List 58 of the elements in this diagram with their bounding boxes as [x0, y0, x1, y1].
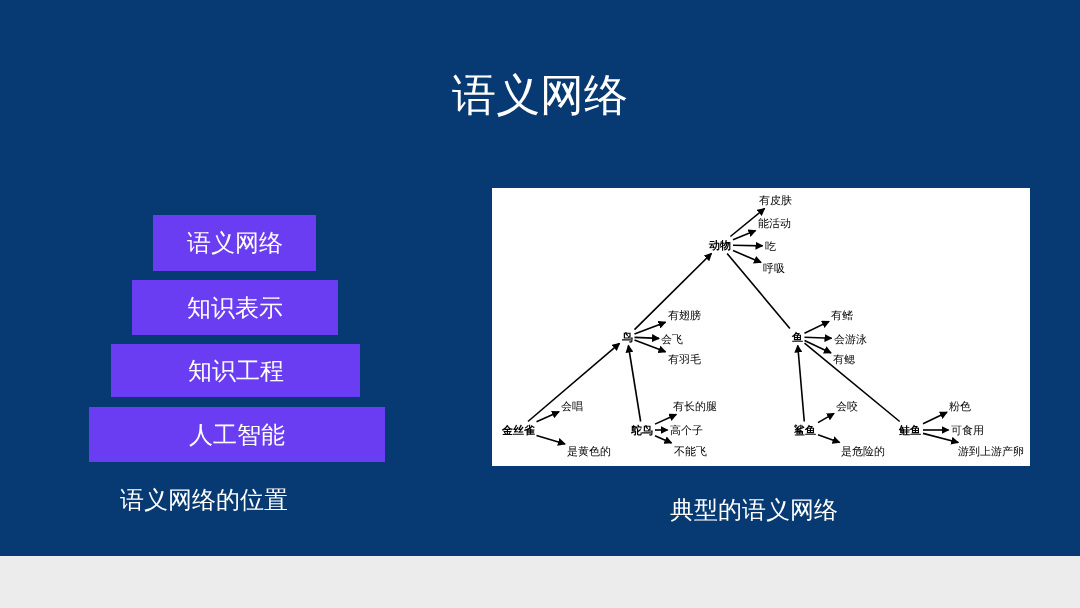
- concept-label: 金丝雀: [501, 423, 535, 437]
- arrow: [803, 339, 832, 354]
- concept-label: 鸵鸟: [631, 423, 653, 437]
- attribute-label: 呼吸: [763, 261, 785, 275]
- arrow: [803, 334, 833, 343]
- arrow: [633, 334, 660, 343]
- pyramid-layer-box: 人工智能: [89, 407, 385, 462]
- arrow: [535, 410, 560, 423]
- attribute-label: 有鳃: [833, 352, 855, 366]
- arrow: [732, 249, 762, 264]
- pyramid-layer-box: 知识工程: [111, 344, 360, 397]
- attribute-label: 是危险的: [841, 444, 885, 458]
- attribute-label: 有皮肤: [758, 193, 792, 207]
- arrow: [527, 342, 621, 423]
- attribute-label: 会游泳: [833, 332, 867, 346]
- arrow: [633, 252, 713, 331]
- attribute-label: 有鳍: [831, 308, 853, 322]
- arrow: [535, 434, 566, 446]
- attribute-label: 粉色: [949, 399, 971, 413]
- caption: 典型的语义网络: [670, 496, 838, 525]
- arrow: [625, 344, 642, 423]
- concept-label: 动物: [709, 238, 731, 252]
- attribute-label: 会唱: [561, 399, 583, 413]
- attribute-label: 是黄色的: [567, 444, 611, 458]
- concept-label: 鲑鱼: [899, 423, 921, 437]
- attribute-label: 高个子: [669, 423, 703, 437]
- concept-label: 鱼: [791, 330, 803, 344]
- attribute-label: 有羽毛: [667, 352, 701, 366]
- concept-label: 鲨鱼: [794, 423, 816, 437]
- attribute-label: 吃: [764, 239, 776, 253]
- arrow: [922, 432, 960, 445]
- pyramid-layer-box: 语义网络: [153, 215, 316, 271]
- arrow: [817, 412, 835, 424]
- arrow: [794, 344, 806, 423]
- arrow: [654, 434, 673, 444]
- pyramid-layer-box: 知识表示: [132, 280, 338, 335]
- concept-label: 鸟: [621, 330, 633, 344]
- arrow: [803, 320, 830, 335]
- arrow: [729, 207, 766, 238]
- arrow: [654, 413, 678, 425]
- arrow: [817, 433, 841, 444]
- arrow: [922, 426, 950, 434]
- arrow: [732, 241, 764, 250]
- attribute-label: 可食用: [950, 423, 984, 437]
- arrow: [654, 426, 669, 434]
- caption: 语义网络的位置: [120, 486, 288, 515]
- attribute-label: 不能飞: [673, 444, 707, 458]
- arrow: [732, 229, 757, 241]
- arrow: [633, 320, 667, 335]
- attribute-label: 有长的腿: [673, 399, 717, 413]
- attribute-label: 会飞: [661, 332, 683, 346]
- attribute-label: 有翅膀: [667, 308, 701, 322]
- attribute-label: 能活动: [757, 216, 791, 230]
- arrow: [633, 339, 667, 354]
- attribute-label: 会咬: [836, 399, 858, 413]
- slide-title: 语义网络: [452, 70, 628, 122]
- arrow: [922, 411, 948, 425]
- attribute-label: 游到上游产卵: [958, 444, 1024, 458]
